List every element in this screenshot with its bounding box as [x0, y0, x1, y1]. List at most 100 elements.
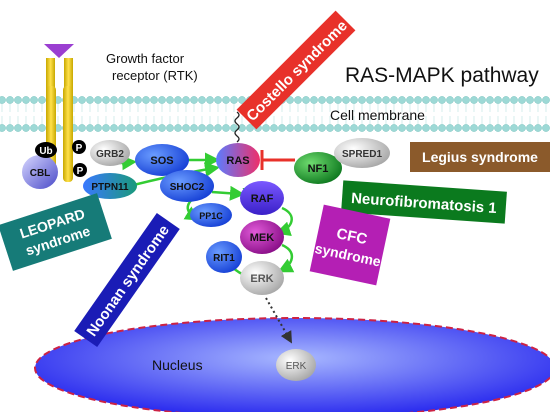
- lipid-head: [486, 124, 494, 132]
- lipid-head: [406, 96, 414, 104]
- raf-label: RAF: [251, 193, 274, 205]
- lipid-head: [510, 96, 518, 104]
- erk-protein: [240, 261, 284, 295]
- lipid-head: [198, 96, 206, 104]
- ras-label: RAS: [226, 155, 249, 167]
- membrane-label: Cell membrane: [330, 107, 425, 123]
- lipid-head: [478, 124, 486, 132]
- phospho-p1: [72, 140, 86, 154]
- lipid-head: [182, 124, 190, 132]
- lipid-head: [382, 96, 390, 104]
- lipid-head: [278, 124, 286, 132]
- lipid-head: [38, 96, 46, 104]
- lipid-head: [534, 96, 542, 104]
- lipid-head: [294, 96, 302, 104]
- grb2-protein: [90, 140, 130, 166]
- lipid-head: [518, 124, 526, 132]
- lipid-head: [190, 124, 198, 132]
- lipid-head: [390, 124, 398, 132]
- lipid-head: [126, 124, 134, 132]
- lipid-head: [262, 124, 270, 132]
- lipid-head: [462, 96, 470, 104]
- leopard-syndrome-box: LEOPARD syndrome: [0, 193, 112, 271]
- pp1c-protein: [190, 203, 232, 227]
- nf1-protein: [294, 152, 342, 184]
- phospho-p2-label: P: [77, 166, 84, 177]
- lipid-head: [454, 124, 462, 132]
- lipid-head: [398, 124, 406, 132]
- lipid-head: [86, 96, 94, 104]
- lipid-head: [294, 124, 302, 132]
- grb2-label: GRB2: [96, 149, 124, 160]
- lipid-head: [502, 124, 510, 132]
- shoc2-protein: [160, 170, 214, 202]
- lipid-head: [142, 124, 150, 132]
- lipid-head: [14, 124, 22, 132]
- lipid-head: [78, 96, 86, 104]
- lipid-head: [422, 96, 430, 104]
- rit1-protein: [206, 241, 242, 273]
- lipid-head: [22, 96, 30, 104]
- lipid-head: [398, 96, 406, 104]
- lipid-head: [6, 96, 14, 104]
- lipid-head: [510, 124, 518, 132]
- page-title: RAS-MAPK pathway: [345, 64, 539, 87]
- ptpn11-protein: [83, 173, 137, 199]
- lipid-head: [246, 124, 254, 132]
- lipid-head: [102, 96, 110, 104]
- cfc-label-line1: CFC: [335, 225, 369, 248]
- lipid-head: [334, 96, 342, 104]
- lipid-head: [126, 96, 134, 104]
- lipid-head: [414, 96, 422, 104]
- lipid-head: [118, 96, 126, 104]
- erk-nucleus-label: ERK: [286, 361, 307, 372]
- lipid-head: [494, 96, 502, 104]
- ub-tag: [35, 142, 57, 158]
- lipid-head: [174, 96, 182, 104]
- lipid-head: [214, 124, 222, 132]
- lipid-head: [382, 124, 390, 132]
- nf1-inhibition: [260, 150, 295, 170]
- lipid-head: [438, 96, 446, 104]
- lipid-head: [206, 96, 214, 104]
- lipid-head: [446, 124, 454, 132]
- receptor-label-line2: receptor (RTK): [112, 68, 198, 83]
- lipid-head: [22, 124, 30, 132]
- lipid-head: [390, 96, 398, 104]
- lipid-head: [430, 124, 438, 132]
- lipid-head: [118, 124, 126, 132]
- lipid-head: [286, 124, 294, 132]
- cfc-syndrome-box: CFC syndrome: [309, 204, 391, 286]
- lipid-head: [174, 124, 182, 132]
- lipid-head: [134, 124, 142, 132]
- rit1-label: RIT1: [213, 253, 235, 264]
- lipid-head: [94, 96, 102, 104]
- lipid-head: [198, 124, 206, 132]
- lipid-head: [86, 124, 94, 132]
- mek-protein: [240, 220, 284, 254]
- lipid-head: [166, 124, 174, 132]
- lipid-head: [94, 124, 102, 132]
- lipid-head: [470, 96, 478, 104]
- lipid-head: [502, 96, 510, 104]
- phospho-p1-label: P: [76, 143, 83, 154]
- lipid-head: [326, 96, 334, 104]
- pp1c-label: PP1C: [199, 211, 223, 221]
- lipid-head: [310, 96, 318, 104]
- erk-label: ERK: [250, 273, 273, 285]
- lipid-head: [486, 96, 494, 104]
- neurofibromatosis-box: Neurofibromatosis 1: [341, 180, 507, 224]
- lipid-head: [342, 96, 350, 104]
- lipid-head: [30, 124, 38, 132]
- sos-protein: [135, 144, 189, 176]
- lipid-head: [110, 96, 118, 104]
- legius-syndrome-label: Legius syndrome: [422, 149, 538, 165]
- ras-protein: [216, 143, 260, 177]
- lipid-head: [462, 124, 470, 132]
- lipid-head: [318, 96, 326, 104]
- lipid-head: [206, 124, 214, 132]
- lipid-head: [302, 96, 310, 104]
- lipid-head: [334, 124, 342, 132]
- lipid-head: [478, 96, 486, 104]
